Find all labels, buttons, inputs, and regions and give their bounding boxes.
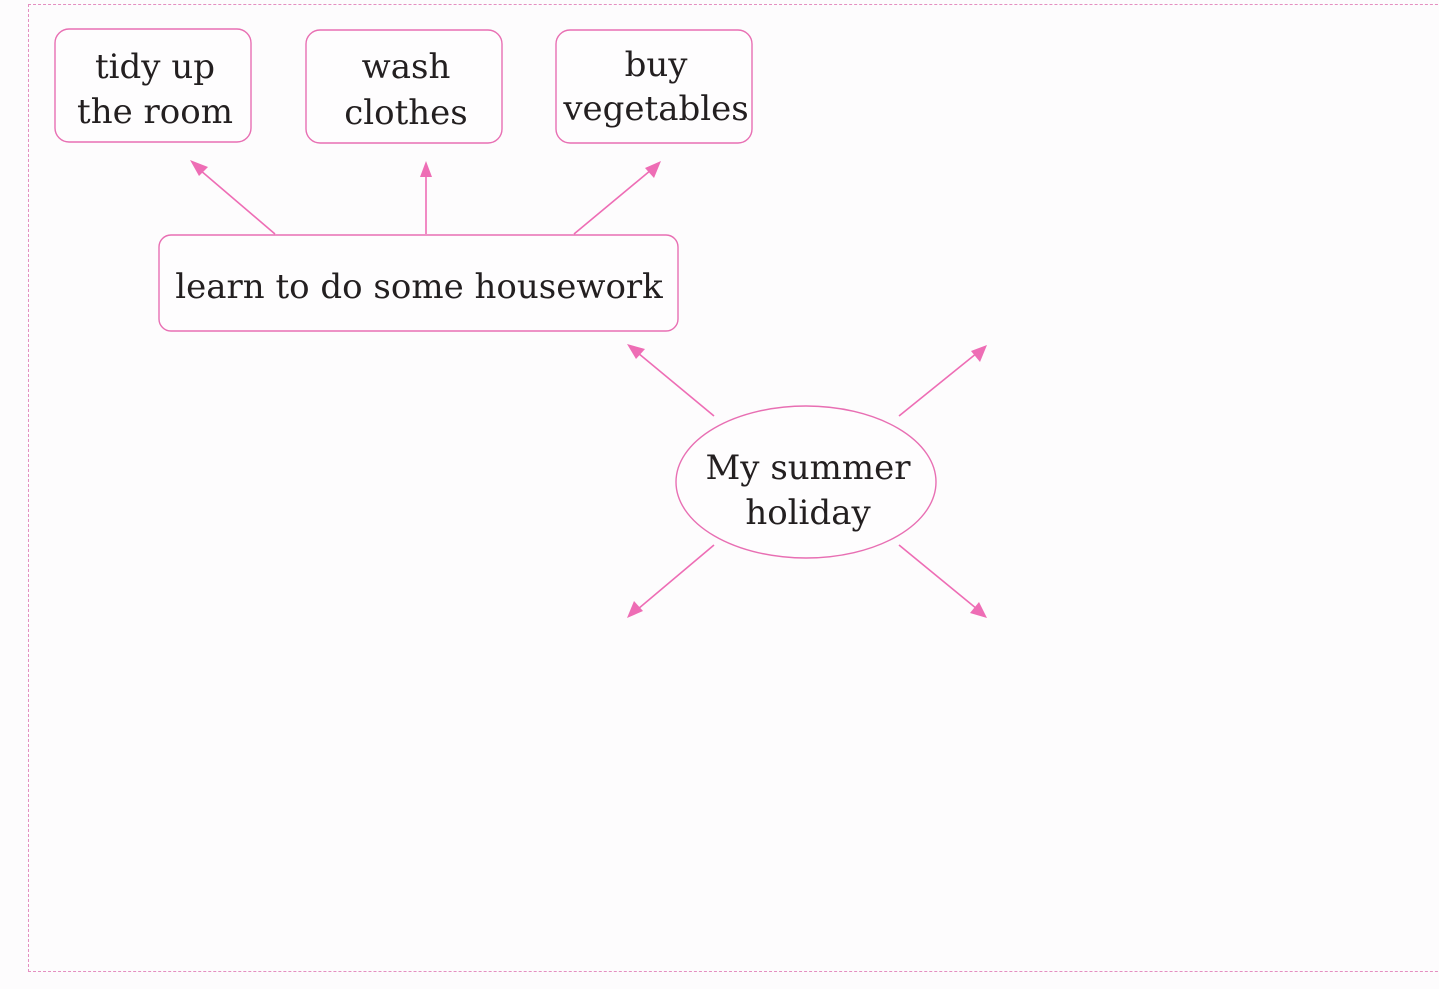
housework-label: learn to do some housework [175,267,663,307]
task-label-line2: clothes [344,93,468,133]
task-node-buy-vegetables: buy vegetables [555,29,753,144]
task-box-buy-vegetables [555,29,753,144]
dashed-frame [28,4,1439,972]
task-label-line1: wash [362,47,451,87]
arrow-empty-bottom-right [898,544,987,618]
arrow-to-tidy-up [190,160,276,235]
housework-node: learn to do some housework [158,234,679,332]
task-node-tidy-up: tidy up the room [54,28,252,143]
task-label-line2: the room [77,92,233,132]
center-ellipse [675,405,937,559]
task-label-line1: buy [625,45,689,85]
center-label-line2: holiday [745,493,871,533]
task-node-wash-clothes: wash clothes [305,29,503,144]
center-node: My summer holiday [675,405,937,559]
task-label-line2: vegetables [562,89,748,129]
task-label-line1: tidy up [95,47,215,87]
arrow-to-wash-clothes [420,161,432,234]
housework-box [158,234,679,332]
center-label-line1: My summer [705,448,911,488]
task-box-tidy-up [54,28,252,143]
arrow-to-housework [627,344,715,417]
task-box-wash-clothes [305,29,503,144]
arrow-empty-bottom-left [627,544,715,618]
arrow-to-buy-vegetables [573,161,661,235]
arrow-empty-top-right [898,345,987,417]
